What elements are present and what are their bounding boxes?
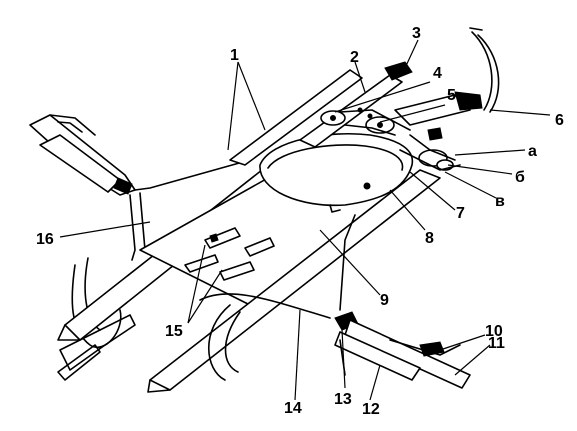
left-leg-strap: [29, 114, 251, 381]
label-11: 11: [488, 335, 505, 352]
label-8: 8: [425, 230, 434, 247]
label-10: 10: [485, 323, 503, 340]
right-leg-strap: [199, 214, 471, 389]
leader-lines: [59, 39, 551, 401]
label-v: в: [495, 193, 505, 210]
fittings: [320, 107, 411, 136]
label-16: 16: [36, 231, 54, 248]
label-6: 6: [555, 112, 564, 129]
label-14: 14: [284, 400, 302, 417]
label-7: 7: [456, 205, 465, 222]
adjust-straps: [184, 227, 275, 281]
label-12: 12: [362, 401, 380, 418]
label-2: 2: [350, 49, 359, 66]
label-15: 15: [165, 323, 183, 340]
right-fittings: [399, 127, 461, 171]
label-b: б: [515, 169, 525, 186]
label-5: 5: [447, 87, 456, 104]
label-4: 4: [433, 65, 442, 82]
label-3: 3: [412, 25, 421, 42]
label-9: 9: [380, 292, 389, 309]
label-13: 13: [334, 391, 352, 408]
label-1: 1: [230, 47, 239, 64]
label-a: а: [528, 143, 537, 160]
